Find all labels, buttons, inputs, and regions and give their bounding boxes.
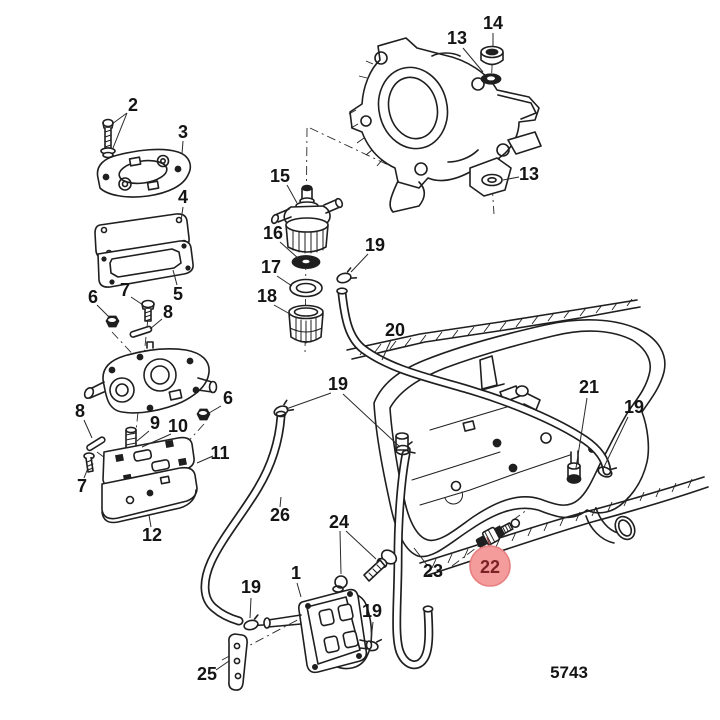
fitting-21 [566,462,582,484]
callout-20: 20 [385,320,405,340]
callout-26: 26 [270,505,290,525]
fuel-pump-1 [263,585,373,674]
callout-9: 9 [150,413,160,433]
highlight-label: 22 [480,557,500,577]
check-valve-22 [475,518,521,548]
callout-14: 14 [483,13,503,33]
screw-7-upper [141,299,155,322]
callout-17: 17 [261,257,281,277]
clamp-19-right [597,466,618,478]
hose-20 [336,287,612,476]
o-ring-17 [289,278,323,298]
callout-16: 16 [263,223,283,243]
callout-18: 18 [257,286,277,306]
callout-8-lower: 8 [75,401,85,421]
callout-6-upper: 6 [88,287,98,307]
cover-plate-3 [96,148,192,198]
callout-15: 15 [270,166,290,186]
bottom-cover-12 [101,466,198,524]
clamp-19-filter [336,267,358,284]
screw-2 [100,118,116,159]
pin-8-upper [129,325,153,338]
bracket-25 [228,633,248,691]
callout-19-right: 19 [624,397,644,417]
callout-12: 12 [142,525,162,545]
fuel-filter-15 [270,184,344,254]
highlight-circle[interactable] [469,545,511,587]
callout-11: 11 [210,443,229,463]
callout-5: 5 [173,284,183,304]
callout-19-mid: 19 [328,374,348,394]
callout-19-pump-left: 19 [241,577,261,597]
callout-3: 3 [178,122,188,142]
washer-24 [334,575,348,589]
callout-21: 21 [579,377,599,397]
pump-mid-body [83,341,218,414]
callout-19-filter: 19 [365,235,385,255]
callout-13-lower: 13 [519,164,539,184]
callout-4: 4 [178,187,188,207]
callout-13-upper: 13 [447,28,467,48]
callout-7-upper: 7 [120,280,130,300]
gasket-5 [97,240,194,288]
callout-8-upper: 8 [163,302,173,322]
leader-lines [83,33,629,671]
callout-19-pump-right: 19 [362,601,382,621]
bracket-nut-14 [480,45,504,66]
pin-8-lower [86,436,106,452]
callout-7-lower: 7 [77,476,87,496]
callout-25: 25 [197,664,217,684]
filter-element-16 [291,255,321,269]
clamp-19-hose26 [273,399,295,417]
clamp-19-hose23 [395,441,416,456]
engine-bracket [348,37,542,213]
nut-6-lower [196,408,211,421]
callout-1: 1 [291,563,301,583]
callout-labels: 2 3 4 5 7 6 8 6 8 9 10 11 7 12 15 16 17 … [75,13,644,684]
callout-10: 10 [168,416,188,436]
cowl-edge-strip [346,298,641,360]
hose-23 [392,449,434,670]
bracket-washer-13-upper [480,73,502,85]
callout-24: 24 [329,512,349,532]
highlight-callout-22[interactable]: 22 [469,536,511,587]
figure-number: 5743 [550,663,588,682]
screw-7-lower [83,452,95,473]
nut-6-upper [105,315,120,328]
filter-cup-18 [288,304,324,344]
bolt-24 [363,549,398,582]
clamp-19-pump-left [243,614,265,631]
callout-6-lower: 6 [223,388,233,408]
callout-2: 2 [128,95,138,115]
callout-23: 23 [423,561,443,581]
bracket-washer-13-lower [481,173,503,187]
